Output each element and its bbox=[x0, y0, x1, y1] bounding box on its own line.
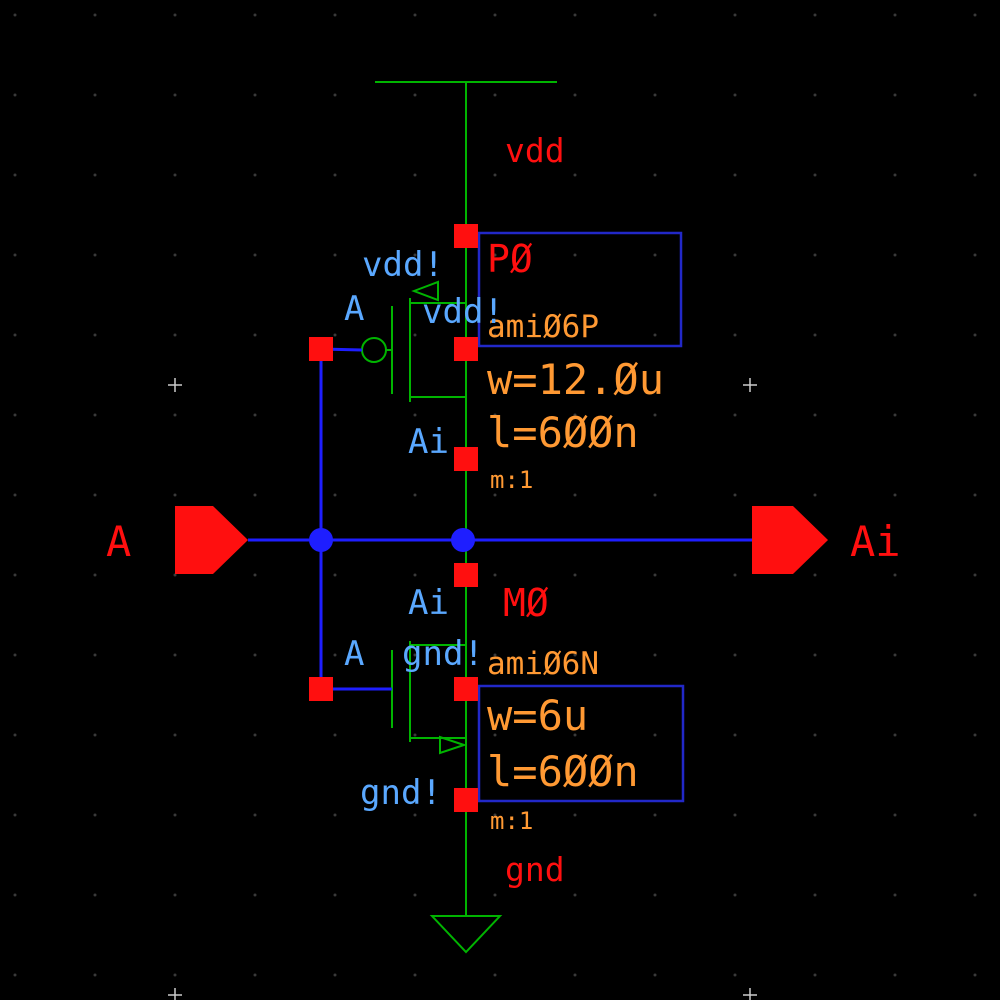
nmos-model-name[interactable]: amiØ6N bbox=[487, 646, 599, 682]
wire-junction-dot[interactable] bbox=[451, 528, 475, 552]
pmos-length-param[interactable]: l=6ØØn bbox=[487, 408, 639, 457]
nmos-drain-net-label[interactable]: Ai bbox=[408, 583, 449, 623]
nmos-drain-pin[interactable] bbox=[454, 563, 478, 587]
nmos-gate-net-label[interactable]: A bbox=[344, 634, 364, 674]
wire-junction-dot[interactable] bbox=[309, 528, 333, 552]
pin-squares bbox=[309, 224, 478, 812]
pmos-drain-pin[interactable] bbox=[454, 447, 478, 471]
grid-cross-icon bbox=[743, 988, 757, 1000]
input-port-label[interactable]: A bbox=[106, 517, 131, 566]
pmos-bulk-net-label[interactable]: vdd! bbox=[422, 292, 504, 332]
grid-cross-icon bbox=[168, 988, 182, 1000]
gnd-triangle-icon bbox=[429, 915, 503, 954]
nmos-mult-param[interactable]: m:1 bbox=[490, 807, 533, 835]
pmos-gate-net-label[interactable]: A bbox=[344, 289, 364, 329]
input-port-symbol[interactable] bbox=[175, 506, 248, 574]
pmos-mult-param[interactable]: m:1 bbox=[490, 466, 533, 494]
nmos-bulk-pin[interactable] bbox=[454, 677, 478, 701]
nmos-source-pin[interactable] bbox=[454, 788, 478, 812]
gnd-symbol[interactable] bbox=[429, 915, 503, 954]
grid-cross-icon bbox=[743, 378, 757, 392]
pmos-arrow-icon bbox=[411, 280, 439, 302]
nmos-width-param[interactable]: w=6u bbox=[487, 691, 588, 740]
vdd-label[interactable]: vdd bbox=[505, 131, 565, 170]
output-port-label[interactable]: Ai bbox=[850, 517, 901, 566]
pmos-model-name[interactable]: amiØ6P bbox=[487, 309, 599, 345]
nmos-gate-pin[interactable] bbox=[309, 677, 333, 701]
nmos-transistor-symbol[interactable] bbox=[391, 641, 468, 755]
nmos-length-param[interactable]: l=6ØØn bbox=[487, 747, 639, 796]
pmos-instance-name[interactable]: PØ bbox=[487, 237, 533, 281]
nmos-bulk-net-label[interactable]: gnd! bbox=[402, 634, 484, 674]
pmos-source-pin[interactable] bbox=[454, 224, 478, 248]
pmos-width-param[interactable]: w=12.Øu bbox=[487, 355, 664, 404]
grid-cross-icon bbox=[168, 378, 182, 392]
grid-crosses bbox=[168, 378, 757, 1000]
gnd-label[interactable]: gnd bbox=[505, 850, 565, 889]
nmos-selection-box[interactable] bbox=[477, 684, 685, 803]
pmos-drain-net-label[interactable]: Ai bbox=[408, 422, 449, 462]
pmos-gate-pin[interactable] bbox=[309, 337, 333, 361]
pmos-source-net-label[interactable]: vdd! bbox=[362, 245, 444, 285]
nmos-arrow-icon bbox=[439, 735, 468, 755]
output-port-symbol[interactable] bbox=[752, 506, 828, 574]
pmos-bulk-pin[interactable] bbox=[454, 337, 478, 361]
nmos-source-net-label[interactable]: gnd! bbox=[360, 773, 442, 813]
nmos-instance-name[interactable]: MØ bbox=[503, 581, 549, 625]
pmos-selection-box[interactable] bbox=[477, 231, 683, 348]
